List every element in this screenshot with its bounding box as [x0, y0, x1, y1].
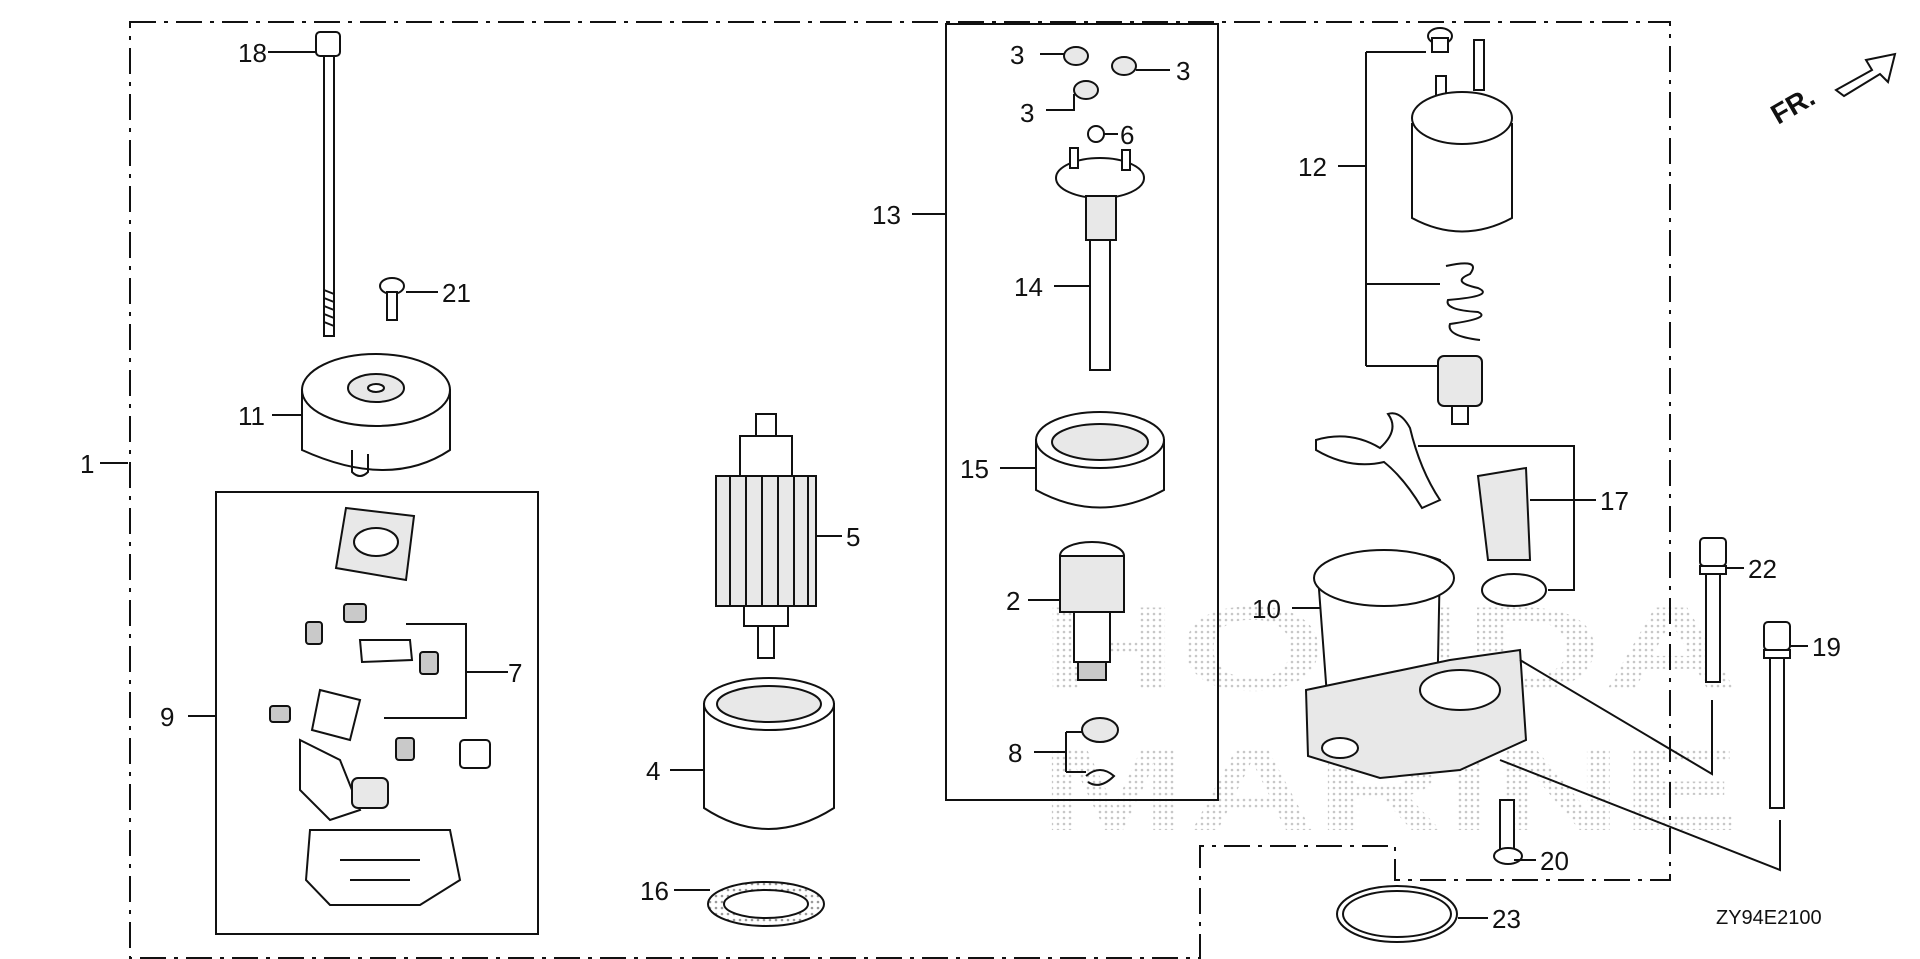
diagram-code: ZY94E2100	[1716, 907, 1822, 929]
callout-7: 7	[508, 658, 522, 688]
callout-11: 11	[238, 401, 265, 431]
group-13-boundary	[945, 23, 1219, 801]
callout-22: 22	[1748, 554, 1777, 584]
part-6-washer	[1087, 125, 1105, 143]
callout-17: 17	[1600, 486, 1629, 516]
callout-labels: 1 18 21 11 9 7 5 4 16 3 3 3 6 13 14 15 2…	[80, 38, 1841, 934]
callout-1: 1	[80, 449, 94, 479]
callout-4: 4	[646, 756, 660, 786]
part-3-nuts	[1063, 46, 1137, 100]
front-direction-indicator: FR.	[1766, 52, 1897, 130]
part-5-armature	[715, 413, 817, 659]
callout-6: 6	[1120, 120, 1134, 150]
callout-2: 2	[1006, 586, 1020, 616]
assembly-boundary	[129, 21, 1671, 959]
part-11-rear-cover	[301, 353, 451, 477]
front-arrow-icon	[1834, 52, 1897, 98]
callout-19: 19	[1812, 632, 1841, 662]
leader-lines	[100, 51, 1808, 919]
group-9-boundary	[215, 491, 539, 935]
callout-13: 13	[872, 200, 901, 230]
callout-3a: 3	[1010, 40, 1024, 70]
callout-10: 10	[1252, 594, 1281, 624]
callout-9: 9	[160, 702, 174, 732]
callout-21: 21	[442, 278, 471, 308]
part-18-through-bolt	[315, 31, 341, 337]
callout-12: 12	[1298, 152, 1327, 182]
part-17-lever-set	[1315, 412, 1547, 607]
callout-23: 23	[1492, 904, 1521, 934]
callout-14: 14	[1014, 272, 1043, 302]
callout-3c: 3	[1020, 98, 1034, 128]
part-4-yoke	[703, 677, 835, 830]
part-22-bolt	[1699, 537, 1727, 683]
part-14-shaft	[1055, 147, 1145, 371]
front-label: FR.	[1766, 81, 1821, 130]
part-16-gasket	[707, 881, 825, 927]
part-9-brush-holder-set	[269, 506, 491, 906]
part-12-solenoid	[1411, 27, 1513, 425]
part-2-pinion	[1059, 541, 1125, 681]
part-15-internal-gear	[1035, 411, 1165, 509]
callout-15: 15	[960, 454, 989, 484]
part-10-front-bracket	[1304, 549, 1528, 780]
callout-5: 5	[846, 522, 860, 552]
part-23-o-ring	[1336, 885, 1458, 943]
part-8-stop-ring-set	[1081, 717, 1119, 786]
part-21-screw	[379, 277, 405, 321]
callout-20: 20	[1540, 846, 1569, 876]
part-19-bolt	[1763, 621, 1791, 809]
callout-18: 18	[238, 38, 267, 68]
callout-3b: 3	[1176, 56, 1190, 86]
callout-16: 16	[640, 876, 669, 906]
callout-8: 8	[1008, 738, 1022, 768]
